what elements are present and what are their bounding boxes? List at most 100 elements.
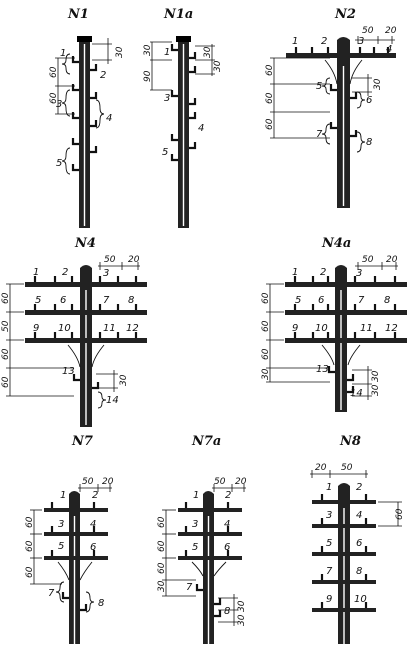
dim-label: 30 xyxy=(203,46,213,58)
wire-number: 10 xyxy=(315,323,328,334)
title-n4a: N4a xyxy=(321,236,351,251)
wire-number: 4 xyxy=(90,519,96,530)
dim-label: 30 xyxy=(371,370,381,382)
crossarm xyxy=(44,508,108,512)
wire-number: 5 xyxy=(162,147,168,158)
diagram-n1a: N1a 30 90 30 30 1 3 4 5 xyxy=(143,7,223,228)
crossarm xyxy=(285,282,407,287)
wire-number: 3 xyxy=(358,36,364,47)
wire-number: 12 xyxy=(126,323,139,334)
wire-number: 8 xyxy=(128,295,134,306)
wire-number: 2 xyxy=(320,267,326,278)
dim-label: 30 xyxy=(371,384,381,396)
wire-number: 6 xyxy=(60,295,66,306)
wire-number: 7 xyxy=(358,295,365,306)
dim-label: 60 xyxy=(49,92,59,104)
crossarm xyxy=(25,310,147,315)
crossarm xyxy=(285,338,407,343)
wire-number: 9 xyxy=(33,323,39,334)
wire-number: 2 xyxy=(100,70,106,81)
wire-number: 5 xyxy=(192,542,198,553)
wire-number: 5 xyxy=(326,538,332,549)
wire-number: 13 xyxy=(316,364,329,375)
crossarm xyxy=(312,552,376,556)
wire-number: 14 xyxy=(106,395,119,406)
wire-number: 8 xyxy=(98,598,104,609)
title-n1: N1 xyxy=(67,7,89,22)
wire-number: 5 xyxy=(316,81,322,92)
dim-label: 60 xyxy=(265,64,275,76)
wire-number: 5 xyxy=(295,295,301,306)
dim-label: 60 xyxy=(1,348,11,360)
diagram-n2: N2 50 20 60 60 60 30 1 2 3 4 5 xyxy=(265,7,397,208)
dim-label: 30 xyxy=(115,46,125,58)
wire-number: 1 xyxy=(292,36,298,47)
dim-label: 20 xyxy=(235,477,247,487)
dim-label: 30 xyxy=(373,78,383,90)
dim-label: 30 xyxy=(261,368,271,380)
wire-number: 3 xyxy=(103,268,109,279)
wire-number: 6 xyxy=(356,538,362,549)
wire-number: 4 xyxy=(356,510,362,521)
dim-label: 60 xyxy=(1,376,11,388)
title-n8: N8 xyxy=(339,434,361,449)
wire-number: 8 xyxy=(366,137,372,148)
dim-label: 30 xyxy=(237,614,247,626)
wire-number: 2 xyxy=(356,482,362,493)
crossarm xyxy=(178,508,242,512)
wire-number: 1 xyxy=(33,267,39,278)
dim-label: 60 xyxy=(395,508,405,520)
crossarm xyxy=(178,556,242,560)
dim-label: 20 xyxy=(385,26,397,36)
diagram-n8: N8 20 50 60 1 2 3 4 5 6 7 8 9 10 xyxy=(310,434,405,644)
title-n7a: N7a xyxy=(191,434,221,449)
wire-number: 11 xyxy=(103,323,116,334)
wire-number: 5 xyxy=(56,158,62,169)
wire-number: 6 xyxy=(318,295,324,306)
wire-number: 7 xyxy=(186,582,193,593)
wire-number: 4 xyxy=(386,44,392,55)
dim-label: 30 xyxy=(237,600,247,612)
crossarm xyxy=(312,580,376,584)
diagram-n4: N4 50 20 60 50 60 60 30 xyxy=(1,236,147,427)
wire-number: 5 xyxy=(35,295,41,306)
wire-number: 2 xyxy=(321,36,327,47)
crossarm xyxy=(44,556,108,560)
wire-number: 3 xyxy=(192,519,198,530)
dim-label: 30 xyxy=(119,374,129,386)
wire-number: 8 xyxy=(224,606,230,617)
dim-label: 60 xyxy=(265,118,275,130)
dim-label: 60 xyxy=(157,516,167,528)
dim-label: 60 xyxy=(49,66,59,78)
crossarm xyxy=(25,338,147,343)
dim-label: 20 xyxy=(128,255,140,265)
dim-label: 20 xyxy=(315,463,327,473)
wire-number: 7 xyxy=(103,295,110,306)
wire-number: 14 xyxy=(350,388,363,399)
dim-label: 50 xyxy=(341,463,353,473)
dim-label: 90 xyxy=(143,70,153,82)
wire-number: 10 xyxy=(354,594,367,605)
insulator xyxy=(71,56,79,64)
wire-number: 12 xyxy=(385,323,398,334)
crossarm xyxy=(312,500,376,504)
wire-number: 4 xyxy=(224,519,230,530)
wire-number: 8 xyxy=(384,295,390,306)
wire-number: 1 xyxy=(60,490,66,501)
title-n1a: N1a xyxy=(163,7,193,22)
wire-number: 9 xyxy=(326,594,332,605)
dim-label: 60 xyxy=(261,348,271,360)
dim-label: 50 xyxy=(214,477,226,487)
wire-number: 2 xyxy=(62,267,68,278)
dim-label: 60 xyxy=(265,92,275,104)
dim-label: 60 xyxy=(261,292,271,304)
wire-number: 6 xyxy=(224,542,230,553)
wire-number: 3 xyxy=(164,93,170,104)
wire-number: 6 xyxy=(90,542,96,553)
wire-number: 3 xyxy=(356,268,362,279)
wire-number: 8 xyxy=(356,566,362,577)
dim-label: 50 xyxy=(362,255,374,265)
wire-number: 2 xyxy=(225,490,231,501)
crossarm xyxy=(178,532,242,536)
